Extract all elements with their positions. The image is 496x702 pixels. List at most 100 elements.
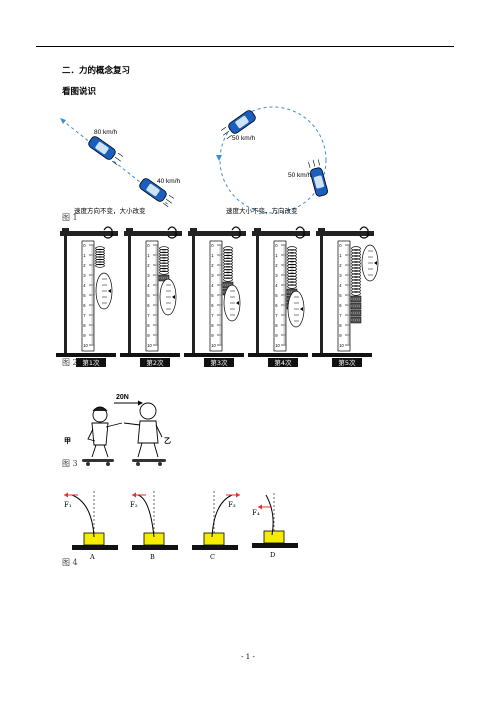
bent-rod [71,494,95,538]
ruler-tick-label: 2 [211,263,214,268]
base-plate [192,545,238,550]
yellow-block [203,532,225,546]
trial-label: 第2次 [146,358,164,367]
spring-coil [351,249,361,254]
base-plate [72,545,118,550]
car-icon [139,178,175,207]
stand-pole [192,235,195,353]
person-a-figure [87,406,123,458]
stand-top-bar [252,231,310,236]
stand-clamp [254,228,261,233]
ruler-tick-label: 0 [147,243,150,248]
ruler-tick-label: 10 [83,343,88,348]
spring-coil [223,266,233,271]
pointer-icon [300,307,303,311]
page-number: - 1 - [241,653,255,661]
circular-path [219,106,327,214]
figure-3-skaters: 20N 甲 乙 [64,394,171,466]
person-b-figure [123,402,163,458]
pointer-icon [236,301,239,305]
trial-label-box [204,358,234,367]
spring-coil [351,258,361,263]
speed-label-c: 50 km/h [232,135,256,142]
figure-1-cars: 80 km/h 40 km/h 50 km/h 50 km/h 速度方向不变，大… [60,106,328,215]
spring-coil [351,288,361,293]
arrow-icon [258,504,262,510]
ruler [81,240,95,352]
wheel-icon [136,462,140,466]
arrow-icon [216,155,222,161]
spring-coil [351,276,361,281]
ruler-tick-label: 3 [211,273,214,278]
ruler-tick-label: 9 [339,333,342,338]
spring-coil [223,268,233,274]
speed-label-d: 50 km/h [288,172,312,179]
stand-pole [128,235,131,353]
stand-top-bar [188,231,246,236]
stand-base [312,353,372,357]
spring-coil [223,254,233,260]
subsection-title: 看图说识 [62,87,97,97]
option-label: C [210,553,215,561]
hook-icon [103,226,113,239]
arrow-icon [236,492,240,498]
trial-label: 第3次 [210,358,228,367]
spring-coil [159,246,169,251]
ruler-tick-label: 8 [339,323,342,328]
ruler-tick-label: 4 [339,283,342,288]
ruler-tick-label: 1 [275,253,278,258]
force-label: F₄ [252,509,260,517]
ruler-tick-label: 0 [275,243,278,248]
figure-2-springs: 012345678910第1次012345678910第2次0123456789… [56,226,379,367]
ruler [209,240,223,352]
ruler-tick-label: 8 [211,323,214,328]
trial-label-box [140,358,170,367]
ruler-tick-label: 10 [339,343,344,348]
bending-option-D: F₄ D [252,491,298,559]
figure-3-label: 图 3 [62,459,78,468]
ruler-tick-label: 5 [211,293,214,298]
option-label: B [150,553,155,561]
stand-clamp [190,228,197,233]
pointer-icon [108,289,111,293]
spring-coil [159,254,169,259]
ruler-tick-label: 4 [83,283,86,288]
spring-coil [351,291,361,296]
person-b-label: 乙 [164,437,171,445]
spring-coil [223,271,233,277]
spring-coil [159,265,169,270]
option-label: D [270,551,275,559]
ruler [145,240,159,352]
wheel-icon [158,462,162,466]
stand-base [56,353,116,357]
ruler-tick-label: 7 [211,313,214,318]
spring-coil [159,267,169,272]
ruler-tick-label: 3 [83,273,86,278]
spring-coil [287,281,297,286]
hook-icon [231,226,241,239]
spring-coil [287,263,297,269]
spring-coil [287,272,297,278]
spring-coil [223,274,233,279]
spring-coil [223,257,233,262]
spring-coil [351,261,361,266]
ruler-tick-label: 5 [275,293,278,298]
ruler-tick-label: 2 [83,263,86,268]
spring-coil [159,251,169,256]
yellow-block [263,530,285,544]
spring-coil [351,246,361,251]
trial-label: 第1次 [82,358,100,367]
ruler-tick-label: 2 [339,263,342,268]
figure-4-label: 图 4 [62,558,78,567]
ruler-tick-label: 6 [275,303,278,308]
spring-coil [95,258,105,263]
spring-coil [95,251,105,256]
ruler-tick-label: 7 [339,313,342,318]
spring-coil [159,249,169,254]
spring-coil [351,264,361,269]
ruler-tick-label: 4 [147,283,150,288]
stand-base [120,353,180,357]
